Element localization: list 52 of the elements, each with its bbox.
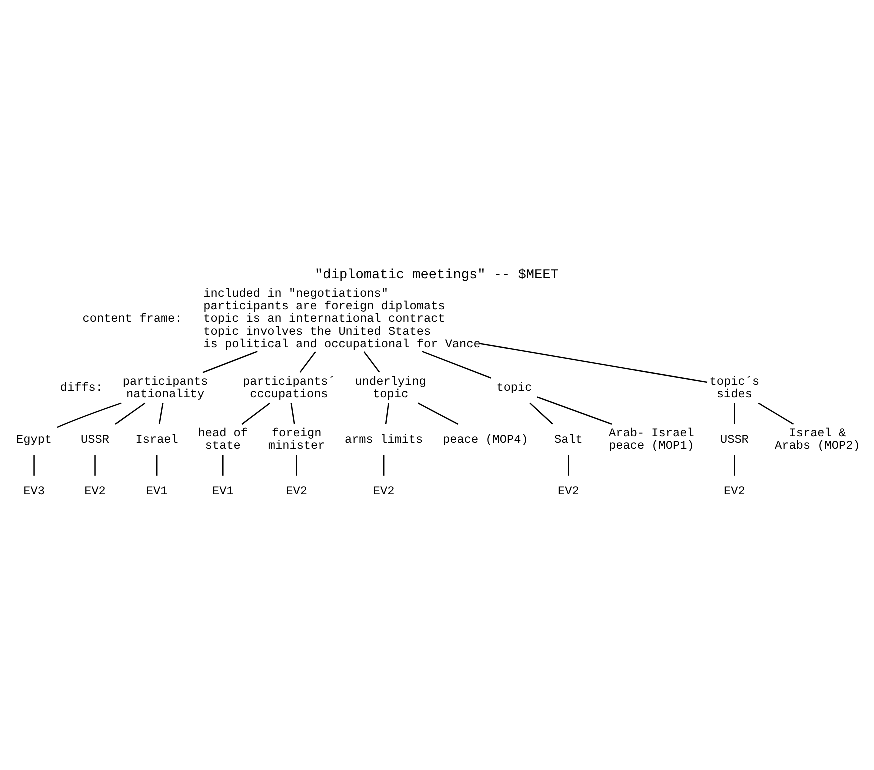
node-text: participants´ cccupations — [243, 374, 336, 402]
connector — [758, 402, 794, 424]
node-text: topic´s sides — [710, 374, 760, 402]
node-text: peace (MOP4) — [443, 432, 528, 446]
connector — [734, 402, 736, 424]
connector — [300, 351, 316, 372]
node-text: Egypt — [16, 432, 52, 446]
connector — [364, 351, 380, 372]
connector — [479, 342, 708, 383]
connector — [202, 350, 258, 373]
connector — [383, 454, 385, 476]
node-text: EV2 — [286, 484, 308, 498]
connector — [422, 350, 492, 378]
node-text: arms limits — [344, 432, 424, 446]
node-text: foreign minister — [268, 426, 326, 453]
connector — [290, 402, 296, 424]
node-text: USSR — [81, 432, 110, 446]
label: diffs: — [60, 380, 104, 395]
node-text: Israel — [136, 432, 178, 446]
connector — [115, 402, 146, 424]
node-text: EV1 — [146, 484, 168, 498]
node-text: EV2 — [558, 484, 580, 498]
node-text: underlying topic — [355, 374, 426, 402]
node-text: USSR — [720, 432, 749, 446]
node-text: Israel & Arabs (MOP2) — [775, 426, 860, 453]
node-text: EV1 — [212, 484, 234, 498]
connector — [57, 402, 122, 428]
connector — [537, 396, 612, 424]
connector — [418, 402, 459, 424]
connector — [242, 402, 270, 424]
connector — [34, 454, 35, 476]
node-text: EV2 — [724, 484, 746, 498]
connector — [222, 454, 224, 476]
connector — [385, 402, 390, 424]
connector — [158, 402, 164, 424]
node-text: Arab- Israel peace (MOP1) — [609, 426, 694, 453]
node-text: EV2 — [373, 484, 395, 498]
connector — [568, 454, 570, 476]
node-text: included in "negotiations" participants are foreign diplomats topic is an international contract topic involves the United States is political and occupational for Vance — [204, 286, 481, 352]
connector — [296, 454, 298, 476]
connector — [530, 402, 554, 424]
node-text: head of state — [198, 426, 248, 453]
node-text: participants nationality — [122, 374, 208, 402]
diagram-title: "diplomatic meetings" -- $MEET — [315, 268, 559, 284]
node-text: EV2 — [84, 484, 106, 498]
label: content frame: — [82, 312, 182, 326]
node-text: EV3 — [24, 484, 45, 498]
connector — [734, 454, 736, 476]
connector — [156, 454, 158, 476]
connector — [94, 454, 96, 476]
node-text: Salt — [554, 432, 583, 446]
node-text: topic — [496, 380, 532, 395]
